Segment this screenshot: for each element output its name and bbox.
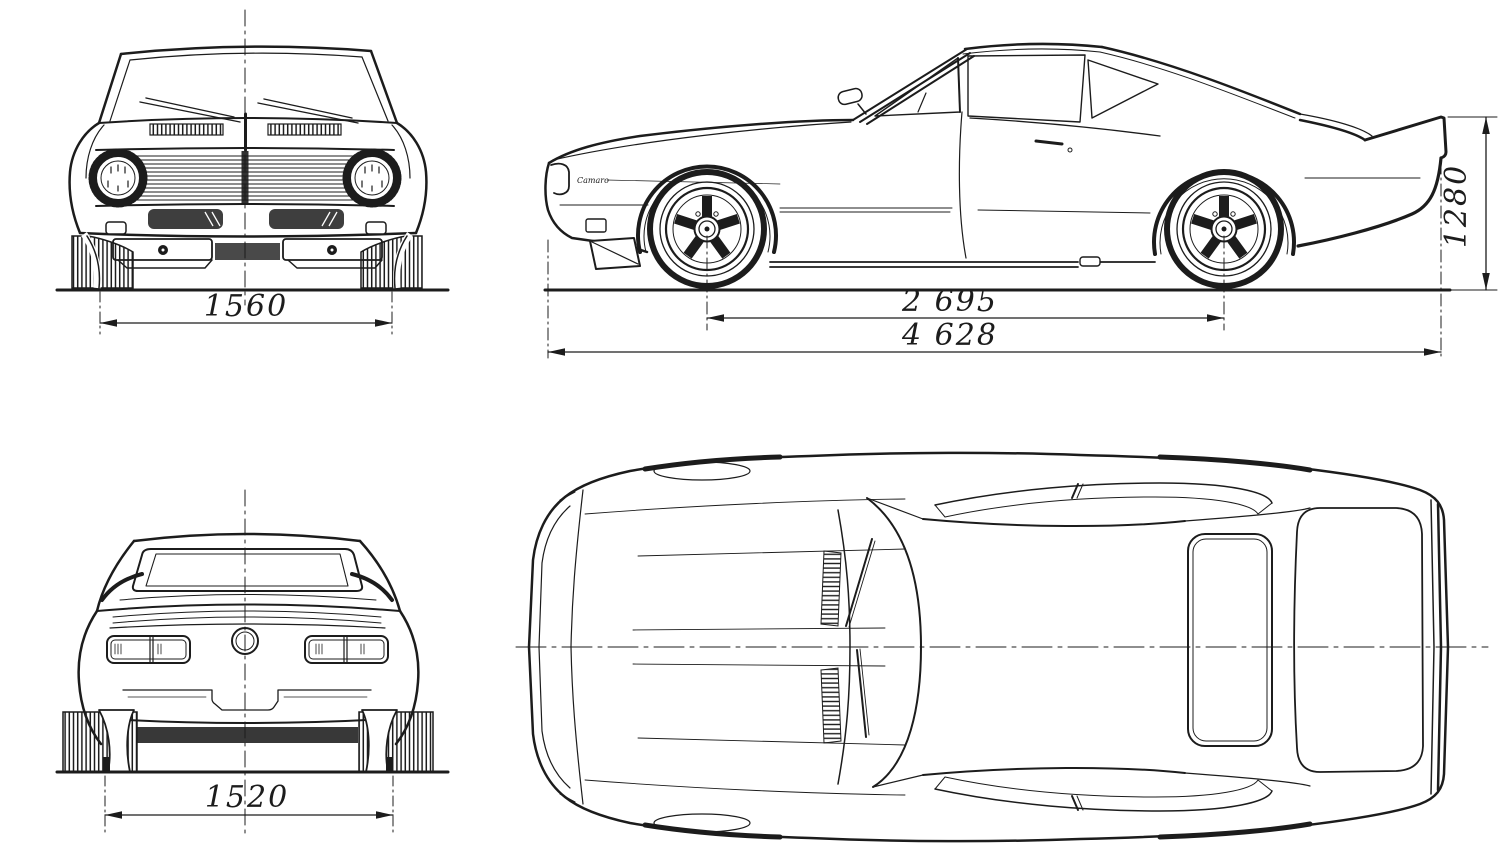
left-headlight [88, 148, 148, 208]
top-trunk [1293, 499, 1443, 795]
front-roof-windshield [97, 45, 399, 125]
side-view-drawing: Camaro [543, 42, 1452, 292]
right-headlight [342, 148, 402, 208]
dimension-front-track-value: 1560 [204, 289, 288, 324]
dimension-overall-height: 1280 [1439, 116, 1498, 291]
wiper-blades [845, 538, 873, 738]
top-side-windows [934, 482, 1273, 812]
exhaust-tip [1079, 256, 1101, 267]
dimension-overall-length: 4 628 [547, 161, 1442, 359]
dimension-rear-track: 1520 [104, 775, 394, 834]
rear-view-drawing [55, 489, 450, 836]
top-windshield-roof [866, 497, 1311, 788]
side-headlight [550, 162, 570, 196]
cowl-vent-lower [820, 667, 842, 744]
front-bumper [78, 209, 418, 238]
dimension-rear-track-value: 1520 [205, 780, 289, 815]
front-hood-vents [149, 112, 342, 152]
side-rocker [559, 204, 1156, 268]
rear-bumper [108, 689, 388, 743]
front-valance [112, 238, 383, 269]
front-wipers [139, 97, 359, 124]
rear-tires [62, 709, 434, 773]
rear-taillights [106, 623, 389, 664]
rear-deck [96, 572, 401, 624]
rear-roof-pillars [95, 532, 402, 613]
front-grille [88, 147, 402, 208]
front-body-sides [68, 121, 428, 235]
top-rear-window [1187, 533, 1273, 747]
rear-window [131, 548, 364, 592]
dimension-overall-length-value: 4 628 [901, 318, 998, 353]
top-view-drawing [515, 451, 1489, 843]
dimension-overall-height-value: 1280 [1439, 164, 1474, 248]
top-body-outline [527, 451, 1450, 843]
side-mirror [837, 87, 867, 115]
dimension-front-track: 1560 [99, 289, 393, 335]
side-door [958, 111, 1073, 259]
fender-badge: Camaro [577, 176, 609, 185]
front-tire-blister [653, 461, 751, 481]
side-body-outline [544, 42, 1373, 254]
front-tire-blister-mirror [653, 813, 751, 833]
front-view-drawing [55, 9, 450, 306]
side-nose-details: Camaro [550, 162, 781, 270]
side-rear-spoiler [1296, 115, 1448, 248]
front-tires [71, 231, 423, 289]
dimension-wheelbase-value: 2 695 [901, 284, 998, 319]
dimension-wheelbase: 2 695 [706, 235, 1225, 331]
top-hood [570, 489, 906, 805]
side-windows [874, 54, 1161, 137]
cowl-vent-upper [820, 550, 842, 627]
